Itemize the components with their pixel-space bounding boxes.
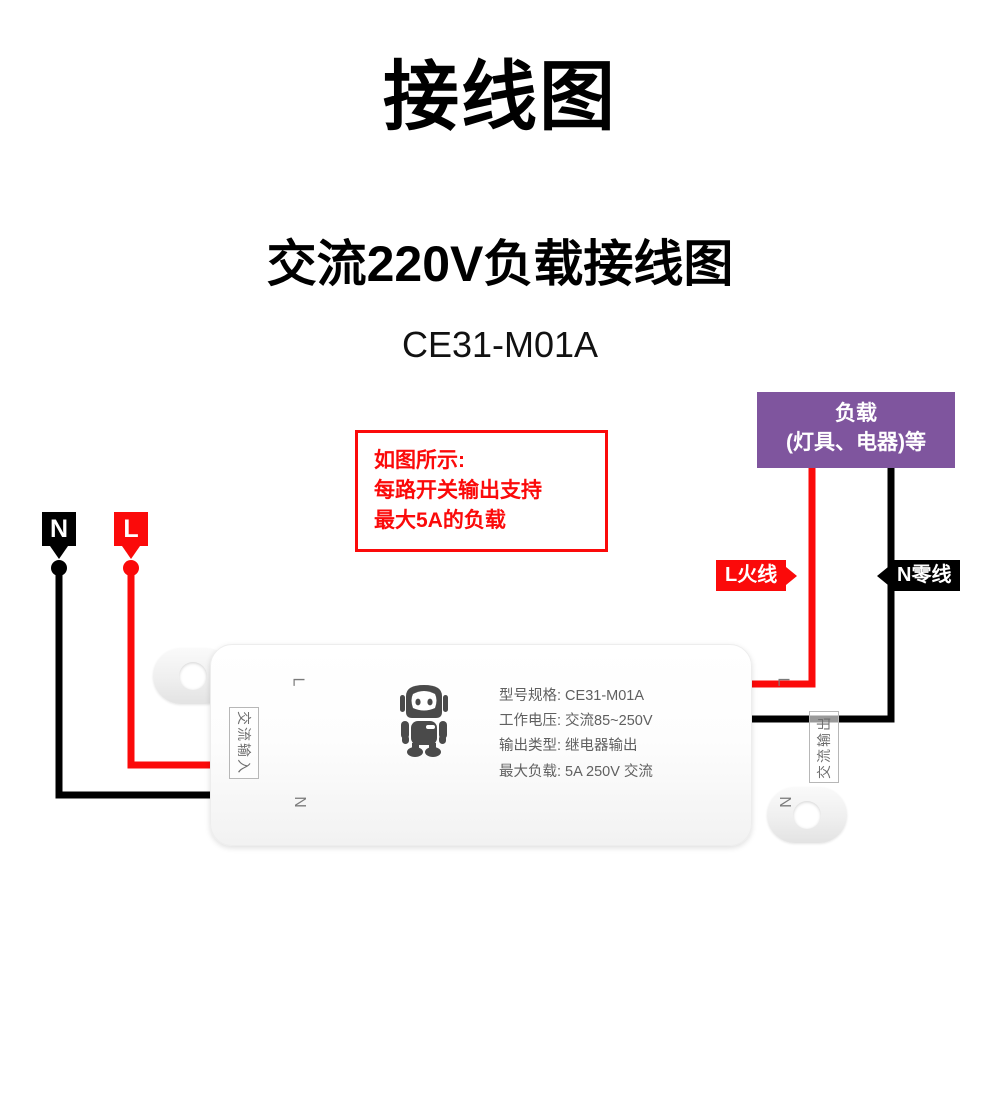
note-line-3: 最大5A的负载 bbox=[374, 508, 506, 532]
source-flag-live-label: L bbox=[123, 515, 139, 543]
model-name: CE31-M01A bbox=[401, 324, 599, 365]
device-output-side-label: 交流输出 bbox=[809, 711, 839, 783]
terminal-label-input-n: N bbox=[290, 796, 308, 808]
load-box-detail: (灯具、电器)等 bbox=[786, 430, 926, 454]
device-input-side-label: 交流输入 bbox=[229, 707, 259, 779]
device-spec-list: 型号规格: CE31-M01A 工作电压: 交流85~250V 输出类型: 继电… bbox=[499, 684, 749, 785]
relay-module-device: L N L N 交流输入 交流输出 bbox=[150, 635, 850, 860]
terminal-label-output-l: L bbox=[774, 677, 792, 687]
terminal-label-input-l: L bbox=[289, 677, 307, 687]
source-flag-neutral: N bbox=[42, 512, 76, 546]
note-line-1: 如图所示: bbox=[374, 449, 465, 472]
terminal-dot-live bbox=[123, 560, 139, 576]
device-body: L N L N 交流输入 交流输出 bbox=[210, 644, 839, 846]
load-box: 负载 (灯具、电器)等 bbox=[757, 392, 955, 468]
spec-voltage: 工作电压: 交流85~250V bbox=[499, 713, 653, 730]
spec-max-load: 最大负载: 5A 250V 交流 bbox=[499, 763, 653, 780]
source-flag-neutral-label: N bbox=[49, 515, 69, 543]
wire-input-live bbox=[127, 570, 212, 769]
spec-output-type: 输出类型: 继电器输出 bbox=[499, 738, 638, 755]
robot-mascot-icon bbox=[400, 685, 448, 757]
terminal-label-output-n: N bbox=[775, 796, 793, 808]
callout-live-wire: L火线 bbox=[716, 560, 787, 591]
capacity-note-box: 如图所示: 每路开关输出支持 最大5A的负载 bbox=[355, 430, 608, 553]
spec-model: 型号规格: CE31-M01A bbox=[499, 688, 645, 704]
note-line-2: 每路开关输出支持 bbox=[374, 478, 542, 502]
wire-output-neutral bbox=[748, 462, 895, 723]
page-title: 接线图 bbox=[383, 55, 617, 140]
wire-input-neutral bbox=[55, 570, 212, 799]
callout-neutral-wire: N零线 bbox=[888, 560, 961, 591]
mounting-tab-right bbox=[767, 787, 847, 843]
load-box-title: 负载 bbox=[835, 402, 877, 425]
terminal-dot-neutral bbox=[51, 560, 67, 576]
diagram-subtitle: 交流220V负载接线图 bbox=[266, 236, 734, 292]
source-flag-live: L bbox=[114, 512, 148, 546]
wire-output-live bbox=[748, 462, 816, 688]
